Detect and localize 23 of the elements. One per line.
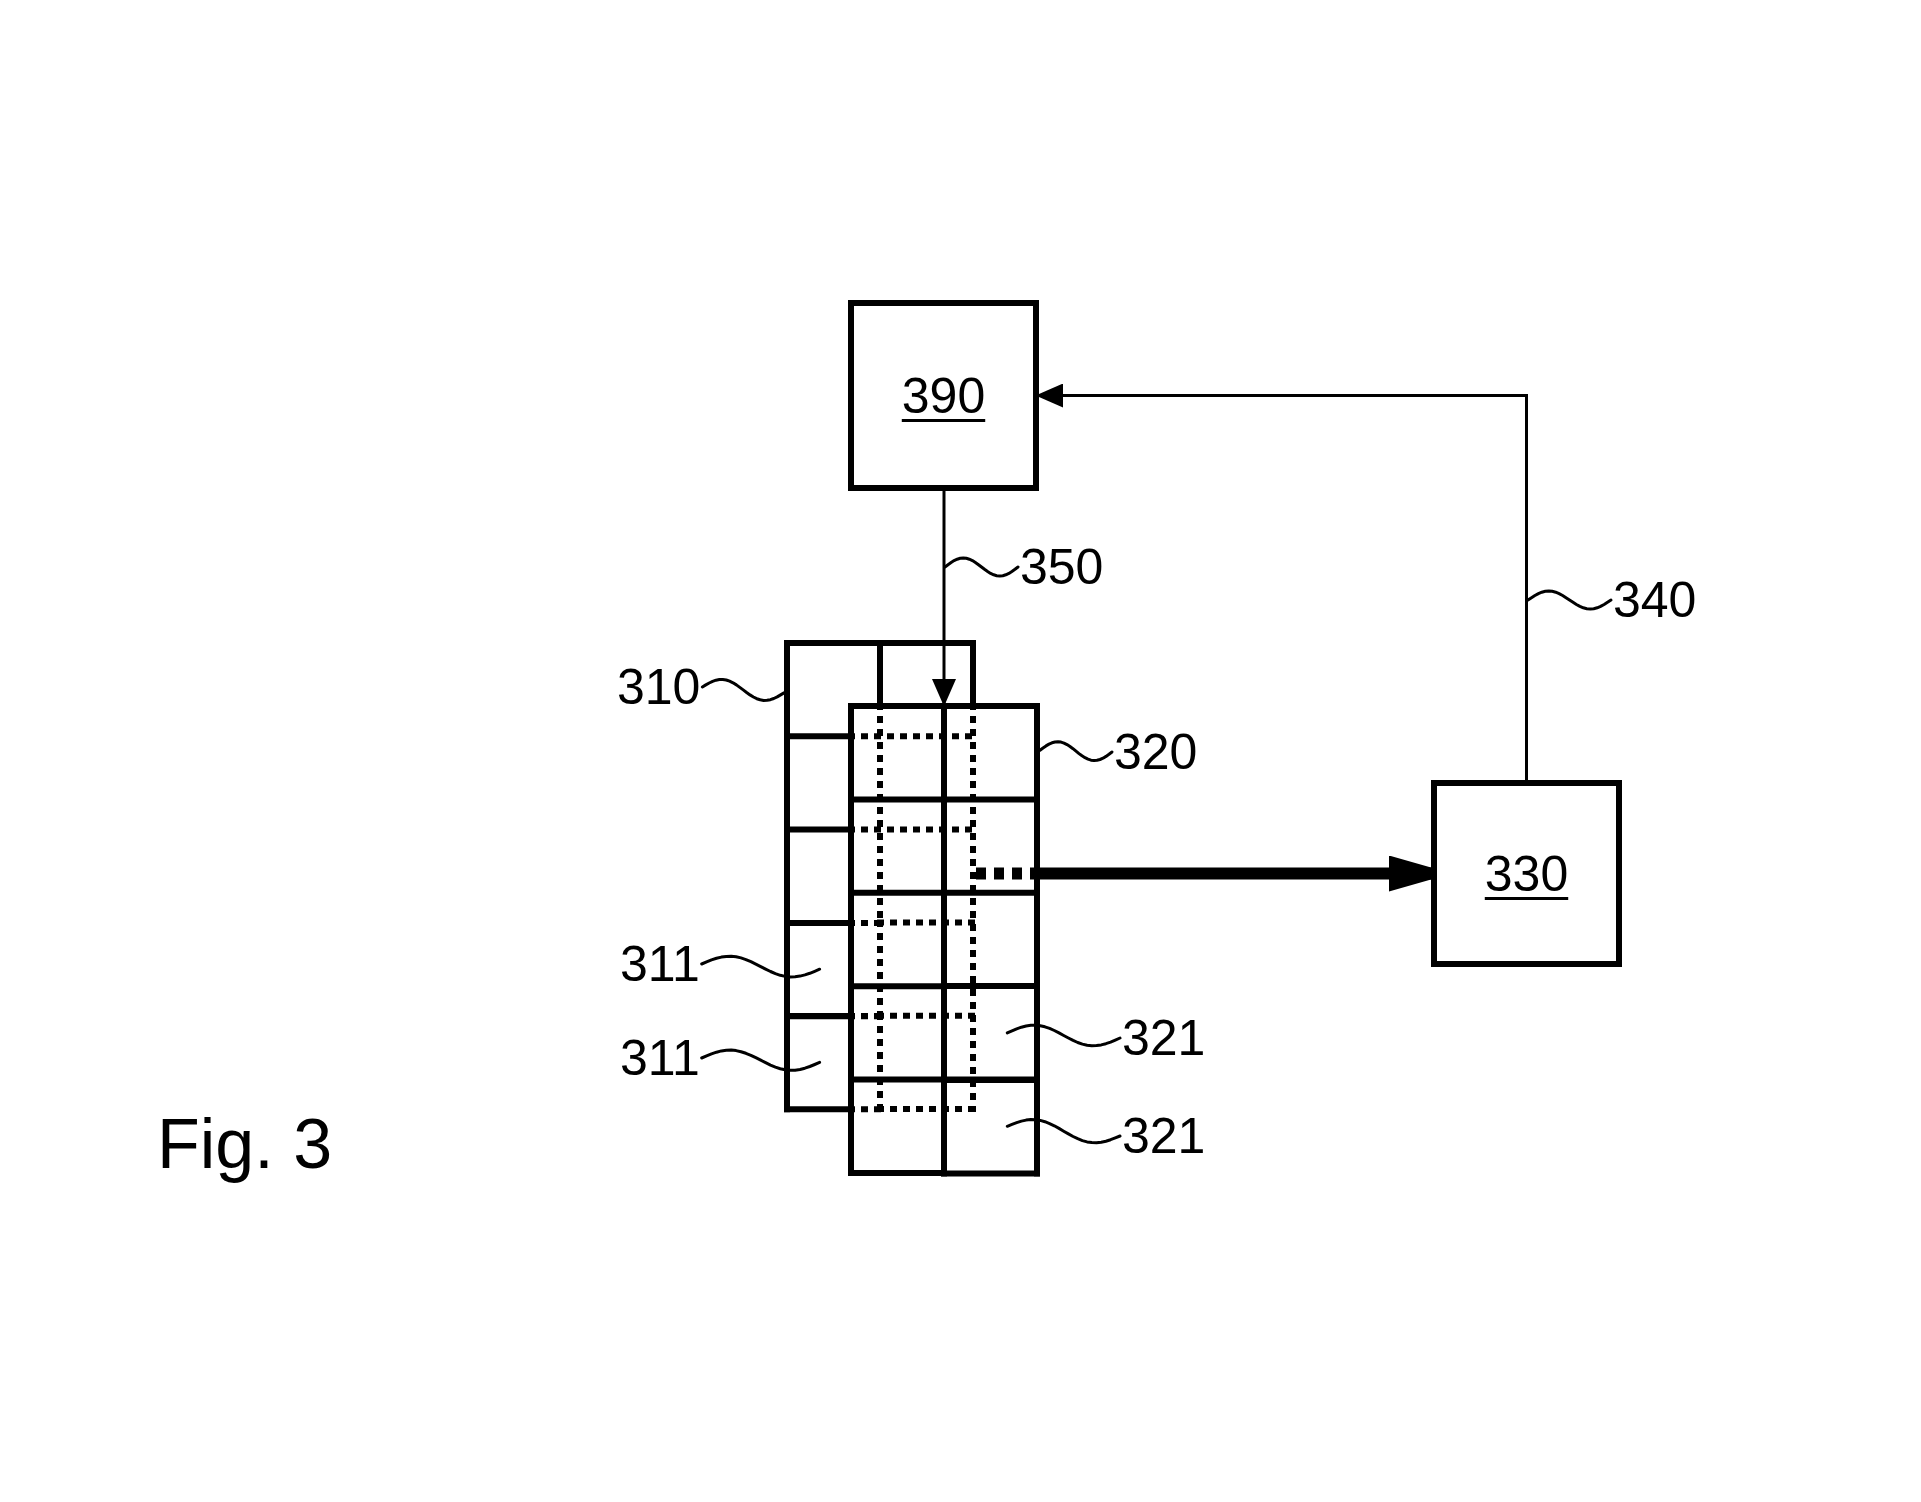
- reference-numeral: 320: [1114, 727, 1198, 777]
- reference-numeral: 321: [1122, 1013, 1206, 1063]
- leader-line: [700, 678, 786, 702]
- reference-numeral: 330: [1484, 844, 1569, 903]
- leader-line: [1005, 1118, 1122, 1145]
- leader-line: [700, 954, 822, 979]
- reference-numeral: 340: [1613, 575, 1697, 625]
- reference-numeral: 350: [1020, 542, 1104, 592]
- component-block: [848, 300, 1039, 491]
- component-block: [1431, 780, 1622, 967]
- reference-numeral: 321: [1122, 1111, 1206, 1161]
- reference-numeral: 311: [620, 939, 700, 989]
- leader-line: [700, 1048, 822, 1072]
- reference-numeral: 310: [617, 662, 701, 712]
- leader-line: [1005, 1023, 1122, 1048]
- reference-numeral: 390: [901, 366, 986, 425]
- leader-line: [1526, 589, 1613, 611]
- leader-line: [1038, 740, 1114, 763]
- reference-numeral: 311: [620, 1033, 700, 1083]
- grid-cell: [941, 1076, 1040, 1176]
- figure-caption: Fig. 3: [157, 1104, 333, 1184]
- grid-cell: [784, 1012, 883, 1112]
- leader-line: [943, 556, 1020, 578]
